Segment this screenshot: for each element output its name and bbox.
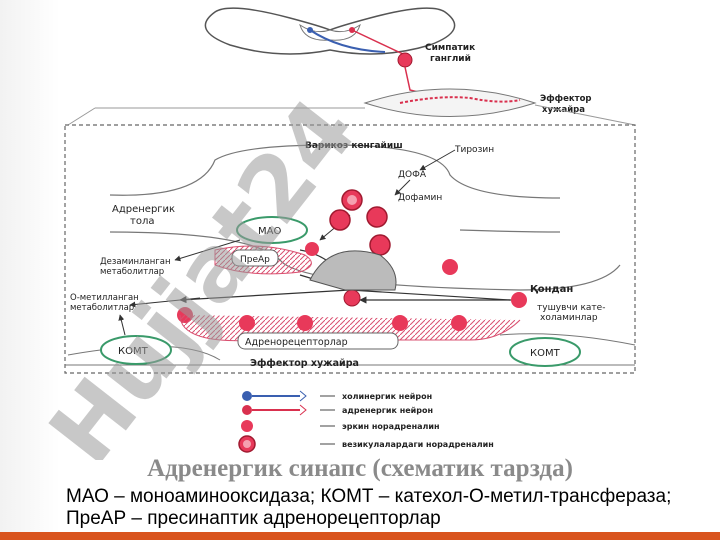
mao-label: МАО: [258, 226, 281, 237]
pre-ar-label: ПреАр: [240, 255, 270, 265]
legend-item-vesicle-noradrenaline: везикулалардаги норадреналин: [238, 435, 494, 453]
varicose-label: Варикоз кенгайиш: [305, 141, 403, 151]
deaminated-label-2: метаболитлар: [100, 267, 164, 277]
varicose-terminal-outline: [109, 144, 561, 199]
receptor-sites: [239, 315, 467, 331]
ganglion-label-1: Симпатик: [425, 43, 475, 53]
o-methylated-label-2: метаболитлар: [70, 303, 134, 313]
legend-item-adrenergic: адренергик нейрон: [242, 404, 433, 416]
svg-text:КОМТ: КОМТ: [530, 348, 561, 359]
blood-label: Қондан: [530, 284, 573, 295]
spinal-cord: [204, 7, 456, 56]
svg-text:холинергик нейрон: холинергик нейрон: [342, 392, 432, 401]
svg-text:адренергик нейрон: адренергик нейрон: [342, 406, 433, 415]
adrenergic-synapse-diagram: Симпатик ганглий Эффектор хужайра Варико…: [30, 7, 636, 460]
caption-text: МАО – моноаминооксидаза; КОМТ – катехол-…: [66, 486, 672, 529]
legend-item-cholinergic: холинергик нейрон: [242, 390, 432, 402]
effector-cell-top: Эффектор хужайра: [363, 88, 592, 117]
mao-enzyme: МАО: [236, 216, 308, 244]
svg-text:эркин норадреналин: эркин норадреналин: [342, 422, 440, 431]
tyrosine-label: Тирозин: [454, 145, 494, 155]
effector-top-label-1: Эффектор: [540, 94, 592, 104]
komt-left: КОМТ: [100, 335, 172, 365]
legend: холинергик нейрон адренергик нейрон эрки…: [238, 390, 494, 453]
effector-top-label-2: хужайра: [542, 105, 585, 115]
incoming-label-2: холаминлар: [540, 313, 598, 323]
adrenoreceptors-label: Адренорецепторлар: [245, 337, 348, 348]
dopa-label: ДОФА: [398, 170, 427, 180]
deaminated-label-1: Дезаминланган: [100, 257, 171, 267]
effector-bottom-label: Эффектор хужайра: [250, 358, 359, 369]
synapse-frame: [64, 124, 636, 374]
svg-text:КОМТ: КОМТ: [118, 346, 149, 357]
left-edge-shading: [0, 0, 60, 540]
caption-title: Адренергик синапс (схематик тарзда): [147, 455, 573, 482]
legend-item-free-noradrenaline: эркин норадреналин: [241, 420, 440, 432]
o-methylated-label-1: О-метилланган: [70, 293, 139, 303]
incoming-label-1: тушувчи кате-: [537, 303, 605, 313]
adrenergic-fiber-label-2: тола: [130, 216, 154, 227]
dopamine-label: Дофамин: [398, 193, 442, 203]
svg-text:везикулалардаги норадреналин: везикулалардаги норадреналин: [342, 440, 494, 449]
adrenergic-fiber-label-1: Адренергик: [112, 204, 175, 215]
bottom-accent-bar: [0, 532, 720, 540]
ganglion-label-2: ганглий: [430, 54, 471, 64]
reuptake-carrier: [309, 250, 397, 291]
komt-right: КОМТ: [509, 337, 581, 367]
